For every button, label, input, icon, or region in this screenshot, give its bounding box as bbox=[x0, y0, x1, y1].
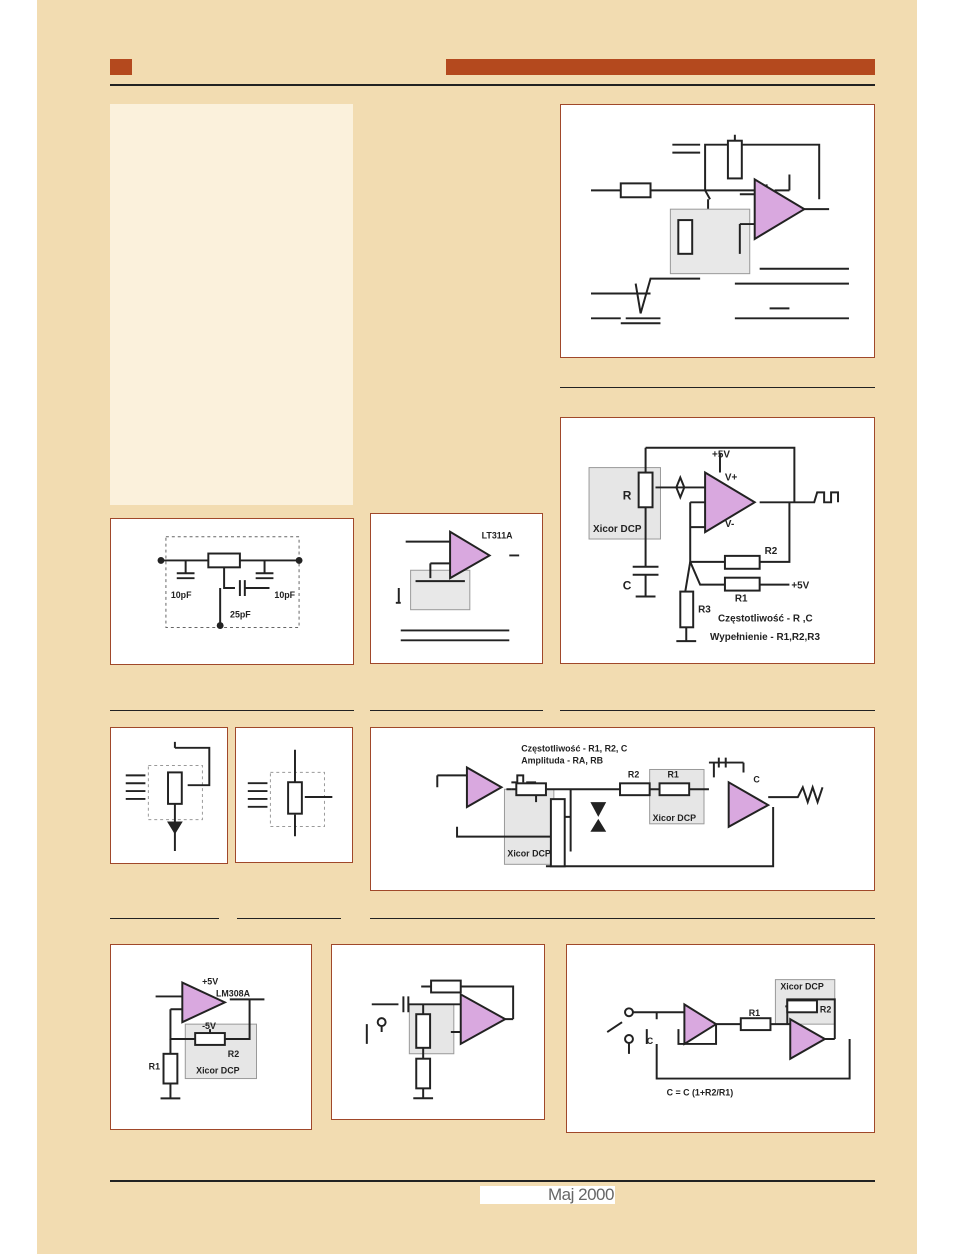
triangle-schematic: Częstotliwość - R1, R2, C Amplituda - RA… bbox=[436, 744, 824, 868]
figure-cap-multiplier: C R1 R2 Xicor DCP C = C (1+R2/R1) bbox=[566, 944, 875, 1133]
dcp-pot-schematic bbox=[247, 749, 333, 837]
label-r2: R2 bbox=[765, 546, 778, 557]
figure-gain-amp: +5V LM308A -5V R1 R2 Xicor DCP bbox=[110, 944, 312, 1130]
label-r: R bbox=[623, 488, 632, 502]
filter-schematic: 10pF 10pF 25pF bbox=[157, 536, 303, 629]
caption-rule bbox=[370, 710, 543, 711]
note-duty: Wypełnienie - R1,R2,R3 bbox=[710, 632, 820, 643]
label-r3: R3 bbox=[698, 604, 711, 615]
caption-rule bbox=[110, 918, 219, 919]
label-c: C bbox=[623, 579, 632, 593]
figure-sqrt-circuit bbox=[560, 104, 875, 358]
label-vminus: V- bbox=[725, 519, 734, 530]
figure-ac-amp bbox=[331, 944, 545, 1120]
cap-multiplier-schematic: C R1 R2 Xicor DCP C = C (1+R2/R1) bbox=[606, 979, 851, 1097]
label-plus5v: +5V bbox=[202, 977, 218, 987]
gain-amp-schematic: +5V LM308A -5V R1 R2 Xicor DCP bbox=[149, 977, 265, 1100]
label-r1: R1 bbox=[667, 769, 678, 779]
label-r2: R2 bbox=[628, 769, 639, 779]
label-c: C bbox=[647, 1036, 654, 1046]
label-xicor: Xicor DCP bbox=[593, 524, 642, 535]
note-frequency: Częstotliwość - R ,C bbox=[718, 613, 813, 624]
figure-comparator: LT311A bbox=[370, 513, 543, 664]
header-bar bbox=[446, 59, 875, 75]
label-r1: R1 bbox=[735, 594, 748, 605]
header-marker bbox=[110, 59, 132, 75]
label-c2: 10pF bbox=[274, 590, 295, 600]
label-minus5v: -5V bbox=[202, 1021, 216, 1031]
caption-rule bbox=[237, 918, 341, 919]
note-frequency: Częstotliwość - R1, R2, C bbox=[521, 744, 628, 754]
label-r1: R1 bbox=[749, 1008, 760, 1018]
note-amplitude: Amplituda - RA, RB bbox=[521, 756, 603, 766]
sidebar-note-box bbox=[110, 104, 353, 505]
sqrt-schematic bbox=[591, 134, 849, 325]
figure-astable: +5V V+ V- R C Xicor DCP R2 R1 +5V R3 Czę… bbox=[560, 417, 875, 664]
dcp-diode-schematic bbox=[125, 741, 211, 852]
figure-dcp-diode bbox=[110, 727, 228, 864]
figure-triangle: Częstotliwość - R1, R2, C Amplituda - RA… bbox=[370, 727, 875, 891]
comparator-schematic: LT311A bbox=[395, 530, 520, 642]
figure-filter: 10pF 10pF 25pF bbox=[110, 518, 354, 665]
label-r2: R2 bbox=[228, 1049, 239, 1059]
footer-label-box bbox=[480, 1186, 615, 1204]
label-vplus: V+ bbox=[725, 472, 738, 483]
label-plus5v-r1: +5V bbox=[791, 581, 809, 592]
footer-rule bbox=[110, 1180, 875, 1182]
label-xicor: Xicor DCP bbox=[780, 982, 823, 992]
footer-issue: Maj 2000 bbox=[548, 1185, 614, 1204]
caption-rule bbox=[560, 387, 875, 388]
label-xicor: Xicor DCP bbox=[196, 1066, 239, 1076]
label-c: C bbox=[753, 774, 760, 784]
label-c1: 10pF bbox=[171, 590, 192, 600]
astable-schematic: +5V V+ V- R C Xicor DCP R2 R1 +5V R3 Czę… bbox=[588, 446, 840, 643]
label-xicor-b: Xicor DCP bbox=[653, 813, 696, 823]
label-c3: 25pF bbox=[230, 610, 251, 620]
label-ic: LM308A bbox=[216, 988, 251, 998]
ac-amp-schematic bbox=[365, 979, 515, 1100]
label-r2: R2 bbox=[820, 1004, 831, 1014]
formula: C = C (1+R2/R1) bbox=[667, 1087, 734, 1097]
label-r1: R1 bbox=[149, 1062, 160, 1072]
label-xicor-a: Xicor DCP bbox=[507, 848, 550, 858]
caption-rule bbox=[110, 710, 354, 711]
caption-rule bbox=[560, 710, 875, 711]
header-rule bbox=[110, 84, 875, 86]
label-plus5v: +5V bbox=[712, 450, 730, 461]
label-ic: LT311A bbox=[482, 531, 514, 541]
caption-rule bbox=[370, 918, 875, 919]
figure-dcp-pot bbox=[235, 727, 353, 863]
